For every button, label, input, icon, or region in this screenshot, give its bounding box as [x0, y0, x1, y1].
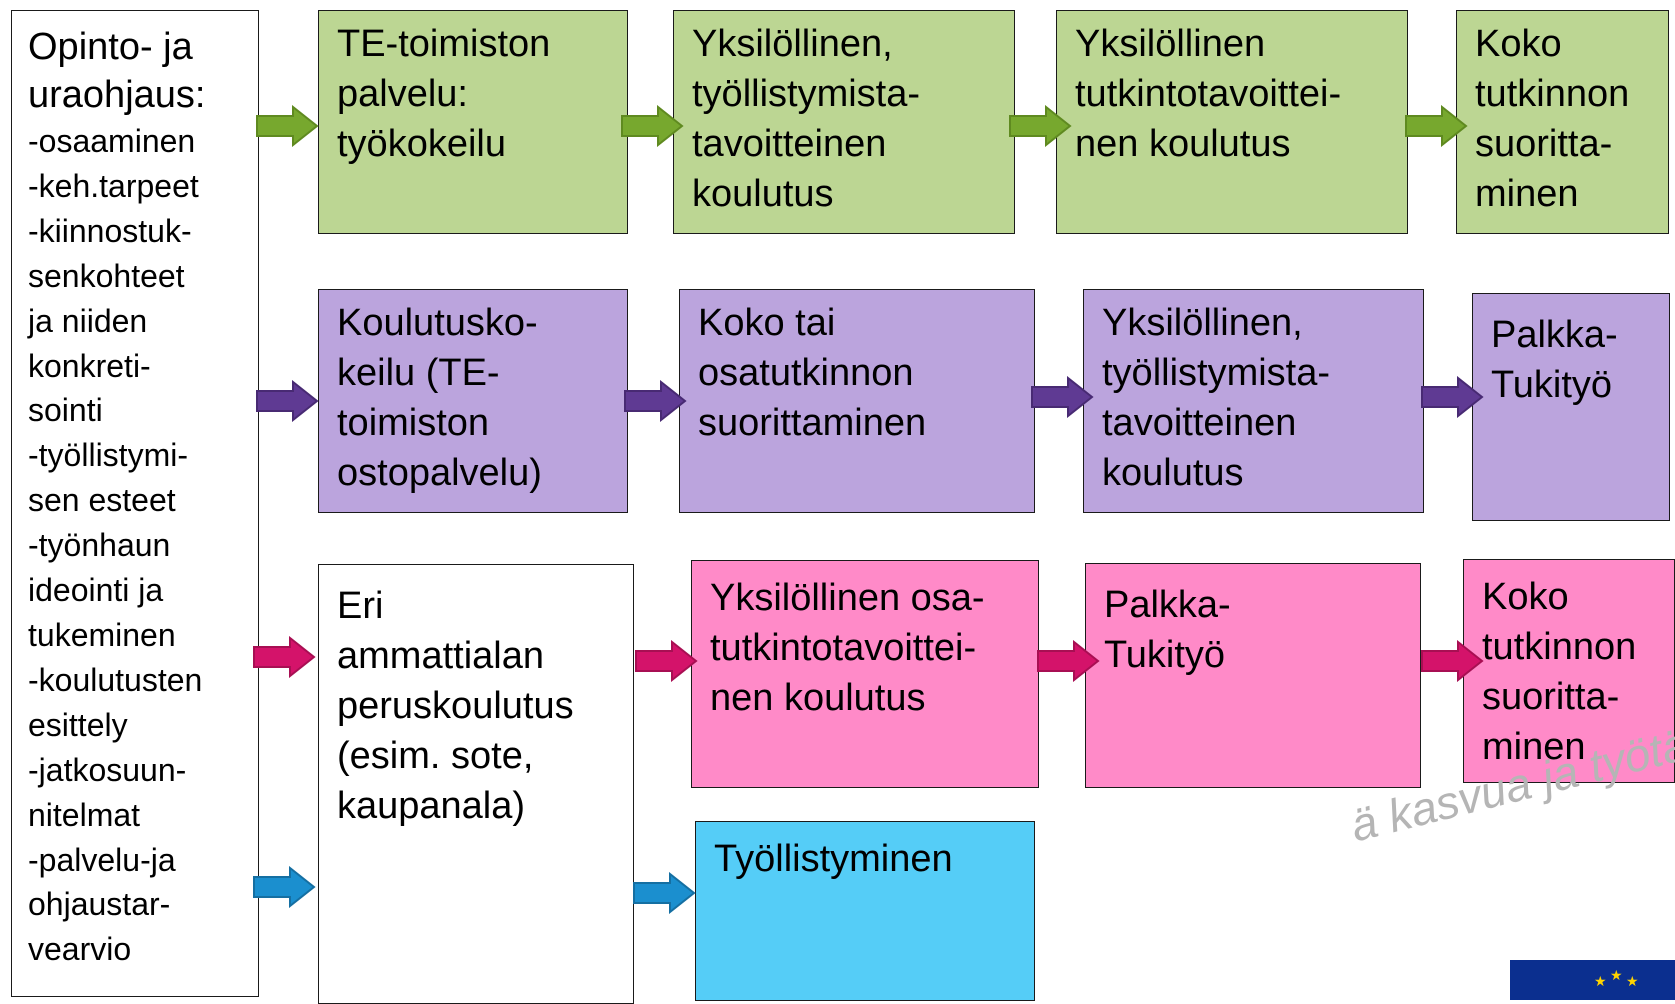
- green-box-4: Koko tutkinnon suoritta- minen: [1456, 10, 1669, 234]
- green-box-3: Yksilöllinen tutkintotavoittei- nen koul…: [1056, 10, 1408, 234]
- left-panel-title: Opinto- ja uraohjaus:: [28, 26, 206, 116]
- purple-box-4: Palkka- Tukityö: [1472, 293, 1670, 521]
- eu-flag-logo: ★ ★ ★: [1510, 960, 1675, 1000]
- pink-arrow-1: [253, 636, 316, 678]
- blue-arrow-2: [633, 872, 696, 914]
- green-box-2: Yksilöllinen, työllistymista- tavoittein…: [673, 10, 1015, 234]
- purple-box-3: Yksilöllinen, työllistymista- tavoittein…: [1083, 289, 1424, 513]
- left-panel-opinto-ja-uraohjaus: Opinto- ja uraohjaus: -osaaminen -keh.ta…: [11, 10, 259, 997]
- green-arrow-2: [621, 105, 684, 147]
- pink-box-3: Koko tutkinnon suoritta- minen: [1463, 559, 1675, 783]
- green-arrow-3: [1009, 105, 1072, 147]
- purple-box-1: Koulutusko- keilu (TE- toimiston ostopal…: [318, 289, 628, 513]
- green-arrow-4: [1405, 105, 1468, 147]
- purple-box-2: Koko tai osatutkinnon suorittaminen: [679, 289, 1035, 513]
- green-box-1: TE-toimiston palvelu: työkokeilu: [318, 10, 628, 234]
- pink-box-1: Yksilöllinen osa- tutkintotavoittei- nen…: [691, 560, 1039, 788]
- purple-arrow-4: [1421, 376, 1484, 418]
- pink-box-2: Palkka- Tukityö: [1085, 563, 1421, 788]
- pink-arrow-4: [1421, 640, 1484, 682]
- pink-arrow-2: [635, 640, 698, 682]
- blue-arrow-1: [253, 866, 316, 908]
- pink-arrow-3: [1037, 640, 1100, 682]
- purple-arrow-2: [624, 380, 687, 422]
- blue-box-tyollistyminen: Työllistyminen: [695, 821, 1035, 1001]
- left-panel-items: -osaaminen -keh.tarpeet -kiinnostuk- sen…: [28, 123, 203, 968]
- white-box-peruskoulutus: Eri ammattialan peruskoulutus (esim. sot…: [318, 564, 634, 1004]
- purple-arrow-3: [1031, 376, 1094, 418]
- green-arrow-1: [256, 105, 319, 147]
- purple-arrow-1: [256, 380, 319, 422]
